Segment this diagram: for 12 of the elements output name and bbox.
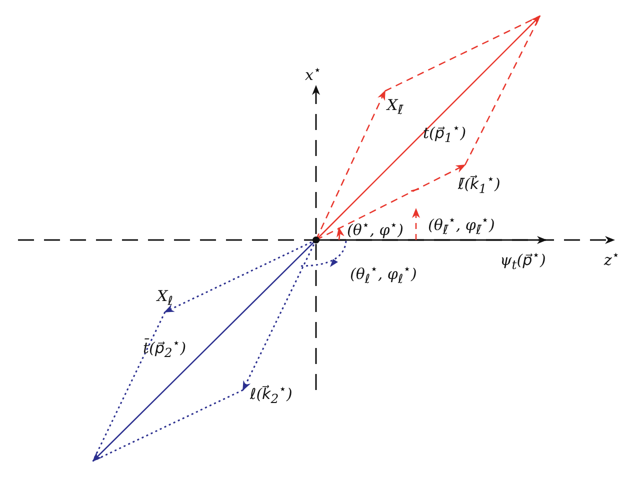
vector-label: z$^{⋆}$ bbox=[604, 248, 620, 268]
vector-label: (θ$^{⋆}$, φ$^{⋆}$) bbox=[347, 218, 404, 238]
vector-label: t(p⃗$_{1}$$^{⋆}$) bbox=[423, 121, 466, 145]
vector-label: t̄(p⃗$_{2}$$^{⋆}$) bbox=[143, 336, 186, 360]
vector-label: X$_{ℓ}$ bbox=[157, 288, 173, 308]
vector-label: ℓ̄(k⃗$_{1}$$^{⋆}$) bbox=[458, 172, 500, 196]
vector-label: X$_{ℓ̄}$ bbox=[387, 97, 403, 117]
vector-label: (θ$_{ℓ̄}$$^{⋆}$, φ$_{ℓ̄}$$^{⋆}$) bbox=[428, 213, 495, 237]
vector-label: x$^{⋆}$ bbox=[305, 63, 322, 84]
vector-label: (θ$_{ℓ}$$^{⋆}$, φ$_{ℓ}$$^{⋆}$) bbox=[350, 262, 417, 286]
vector-label: ψ$_{t}$(p⃗$^{⋆}$) bbox=[500, 248, 546, 272]
vector-label: ℓ(k⃗$_{2}$$^{⋆}$) bbox=[250, 382, 292, 406]
